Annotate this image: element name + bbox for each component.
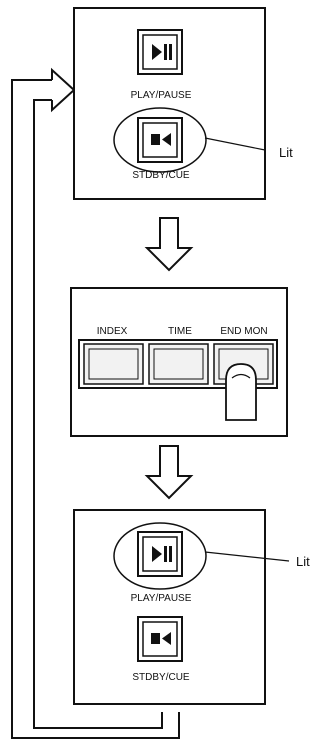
index-label: INDEX (97, 326, 128, 337)
panel-2: INDEX TIME END MON (71, 288, 287, 436)
index-button[interactable] (84, 344, 143, 384)
play-pause-label: PLAY/PAUSE (131, 593, 192, 604)
play-pause-button[interactable] (138, 30, 182, 74)
stdby-cue-label: STDBY/CUE (132, 672, 190, 683)
stdby-cue-button[interactable] (138, 617, 182, 661)
stdby-cue-button[interactable] (138, 118, 182, 162)
stdby-cue-label: STDBY/CUE (132, 170, 190, 181)
lit-callout-label: Lit (279, 145, 293, 160)
panel-1: PLAY/PAUSE STDBY/CUE (74, 8, 265, 199)
time-button[interactable] (149, 344, 208, 384)
down-arrow-2 (147, 446, 191, 498)
finger-icon (226, 364, 256, 420)
lit-callout-label: Lit (296, 554, 310, 569)
time-label: TIME (168, 326, 192, 337)
down-arrow-1 (147, 218, 191, 270)
panel-3: PLAY/PAUSE STDBY/CUE (74, 510, 289, 704)
play-pause-button[interactable] (138, 532, 182, 576)
play-pause-label: PLAY/PAUSE (131, 90, 192, 101)
end-mon-label: END MON (220, 326, 267, 337)
